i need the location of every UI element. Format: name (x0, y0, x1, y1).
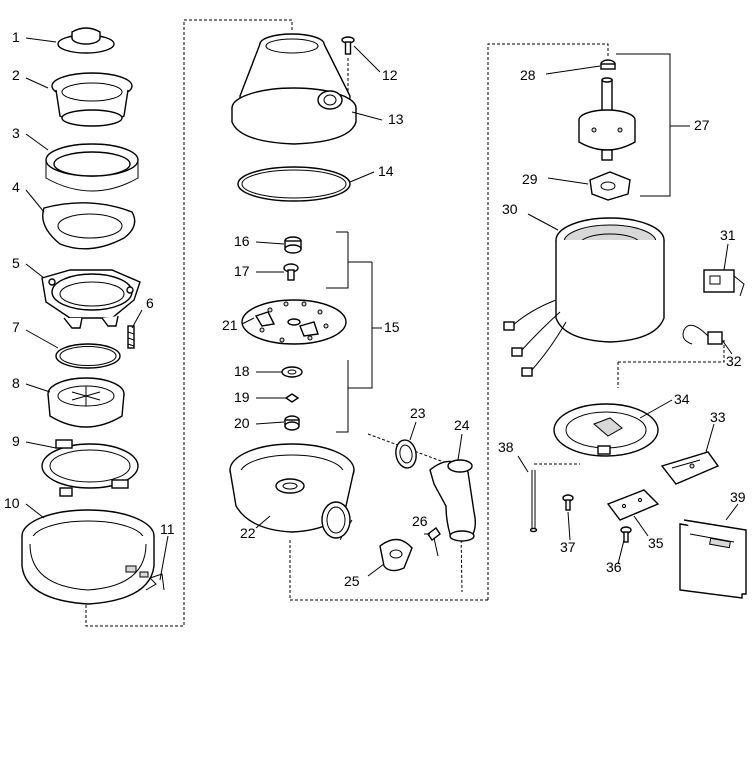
callout-leaders (25, 37, 739, 581)
part-38-bolt (529, 470, 538, 533)
callout-24: 24 (454, 417, 470, 433)
callout-20: 20 (234, 415, 250, 431)
part-3-ring (45, 143, 139, 192)
part-27-rotor (578, 77, 636, 161)
callout-5: 5 (12, 255, 20, 271)
callout-26: 26 (412, 513, 428, 529)
callout-13: 13 (388, 111, 404, 127)
part-36-screw (620, 526, 632, 543)
callout-33: 33 (710, 409, 726, 425)
callout-35: 35 (648, 535, 664, 551)
part-7-snap-ring (55, 343, 121, 369)
part-16-lug (284, 236, 302, 254)
callout-36: 36 (606, 559, 622, 575)
callout-29: 29 (522, 171, 538, 187)
callout-11: 11 (160, 521, 175, 537)
callout-21: 21 (222, 317, 238, 333)
part-17-bolt (283, 263, 299, 281)
callout-2: 2 (12, 67, 20, 83)
callout-38: 38 (498, 439, 514, 455)
part-9-clamp-ring (41, 439, 139, 497)
callout-7: 7 (12, 319, 20, 335)
part-19-key (284, 393, 300, 403)
part-18-washer (281, 366, 303, 378)
callout-14: 14 (378, 163, 394, 179)
part-35-cover-plate (606, 489, 660, 521)
callout-9: 9 (12, 433, 20, 449)
part-6-screw (127, 325, 135, 349)
callout-16: 16 (234, 233, 250, 249)
part-13-hopper (231, 33, 357, 145)
part-21-turntable (241, 299, 347, 345)
callout-30: 30 (502, 201, 518, 217)
part-39-manual (679, 519, 747, 599)
part-32-connector (682, 324, 723, 345)
part-31-switch (703, 269, 745, 297)
callout-25: 25 (344, 573, 360, 589)
part-24-discharge-elbow (429, 459, 477, 542)
part-25-elbow-flange (379, 538, 413, 572)
callout-1: 1 (12, 29, 20, 45)
callout-28: 28 (520, 67, 536, 83)
part-26-screw (427, 526, 441, 557)
callout-32: 32 (726, 353, 742, 369)
part-29-bracket (589, 171, 631, 201)
callout-19: 19 (234, 389, 250, 405)
callout-4: 4 (12, 179, 20, 195)
part-37-screw (562, 494, 574, 511)
part-2-sink-flange (51, 72, 133, 127)
part-28-nut (600, 59, 616, 70)
callout-27: 27 (694, 117, 710, 133)
callout-17: 17 (234, 263, 250, 279)
part-10-sound-shield (21, 509, 155, 605)
callout-23: 23 (410, 405, 426, 421)
part-1-stopper (57, 27, 115, 54)
callout-31: 31 (720, 227, 736, 243)
part-14-gasket (237, 166, 351, 202)
callout-labels: 1 2 3 4 5 6 7 8 9 10 11 12 13 14 15 16 1… (4, 29, 746, 589)
part-33-plate (660, 451, 720, 485)
part-30-motor-stator (503, 217, 665, 377)
part-34-end-bell (553, 403, 659, 457)
part-23-gasket (395, 439, 417, 469)
callout-12: 12 (382, 67, 398, 83)
callout-3: 3 (12, 125, 20, 141)
part-11-wire-clip (145, 573, 165, 591)
callout-18: 18 (234, 363, 250, 379)
callout-8: 8 (12, 375, 20, 391)
callout-22: 22 (240, 525, 256, 541)
callout-15: 15 (384, 319, 400, 335)
part-5-mounting-ring (41, 269, 141, 329)
part-12-screw (341, 36, 355, 55)
callout-37: 37 (560, 539, 576, 555)
part-8-splash-guard (47, 377, 125, 428)
part-20-nut (284, 415, 300, 431)
callout-6: 6 (146, 295, 154, 311)
callout-39: 39 (730, 489, 746, 505)
callout-34: 34 (674, 391, 690, 407)
part-22-grind-chamber (229, 443, 355, 539)
callout-10: 10 (4, 495, 20, 511)
part-4-gasket (42, 202, 136, 250)
